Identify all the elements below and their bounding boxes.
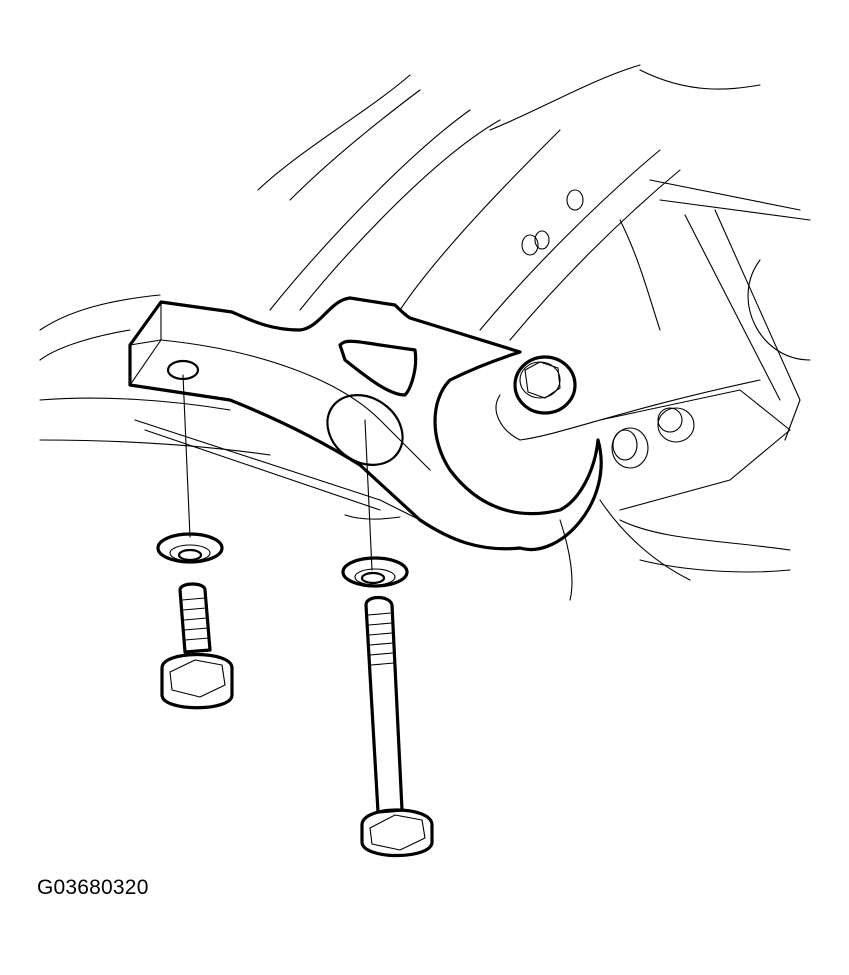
bracket	[128, 296, 603, 552]
short-bolt	[160, 582, 234, 710]
upper-nut	[495, 355, 761, 441]
background-body-lines	[39, 64, 761, 601]
washer-left	[156, 532, 224, 564]
washer-right	[341, 556, 409, 588]
figure-id-label: G03680320	[37, 876, 149, 899]
alignment-lines	[182, 374, 373, 571]
long-bolt	[360, 595, 434, 857]
engine-detail	[521, 179, 811, 581]
